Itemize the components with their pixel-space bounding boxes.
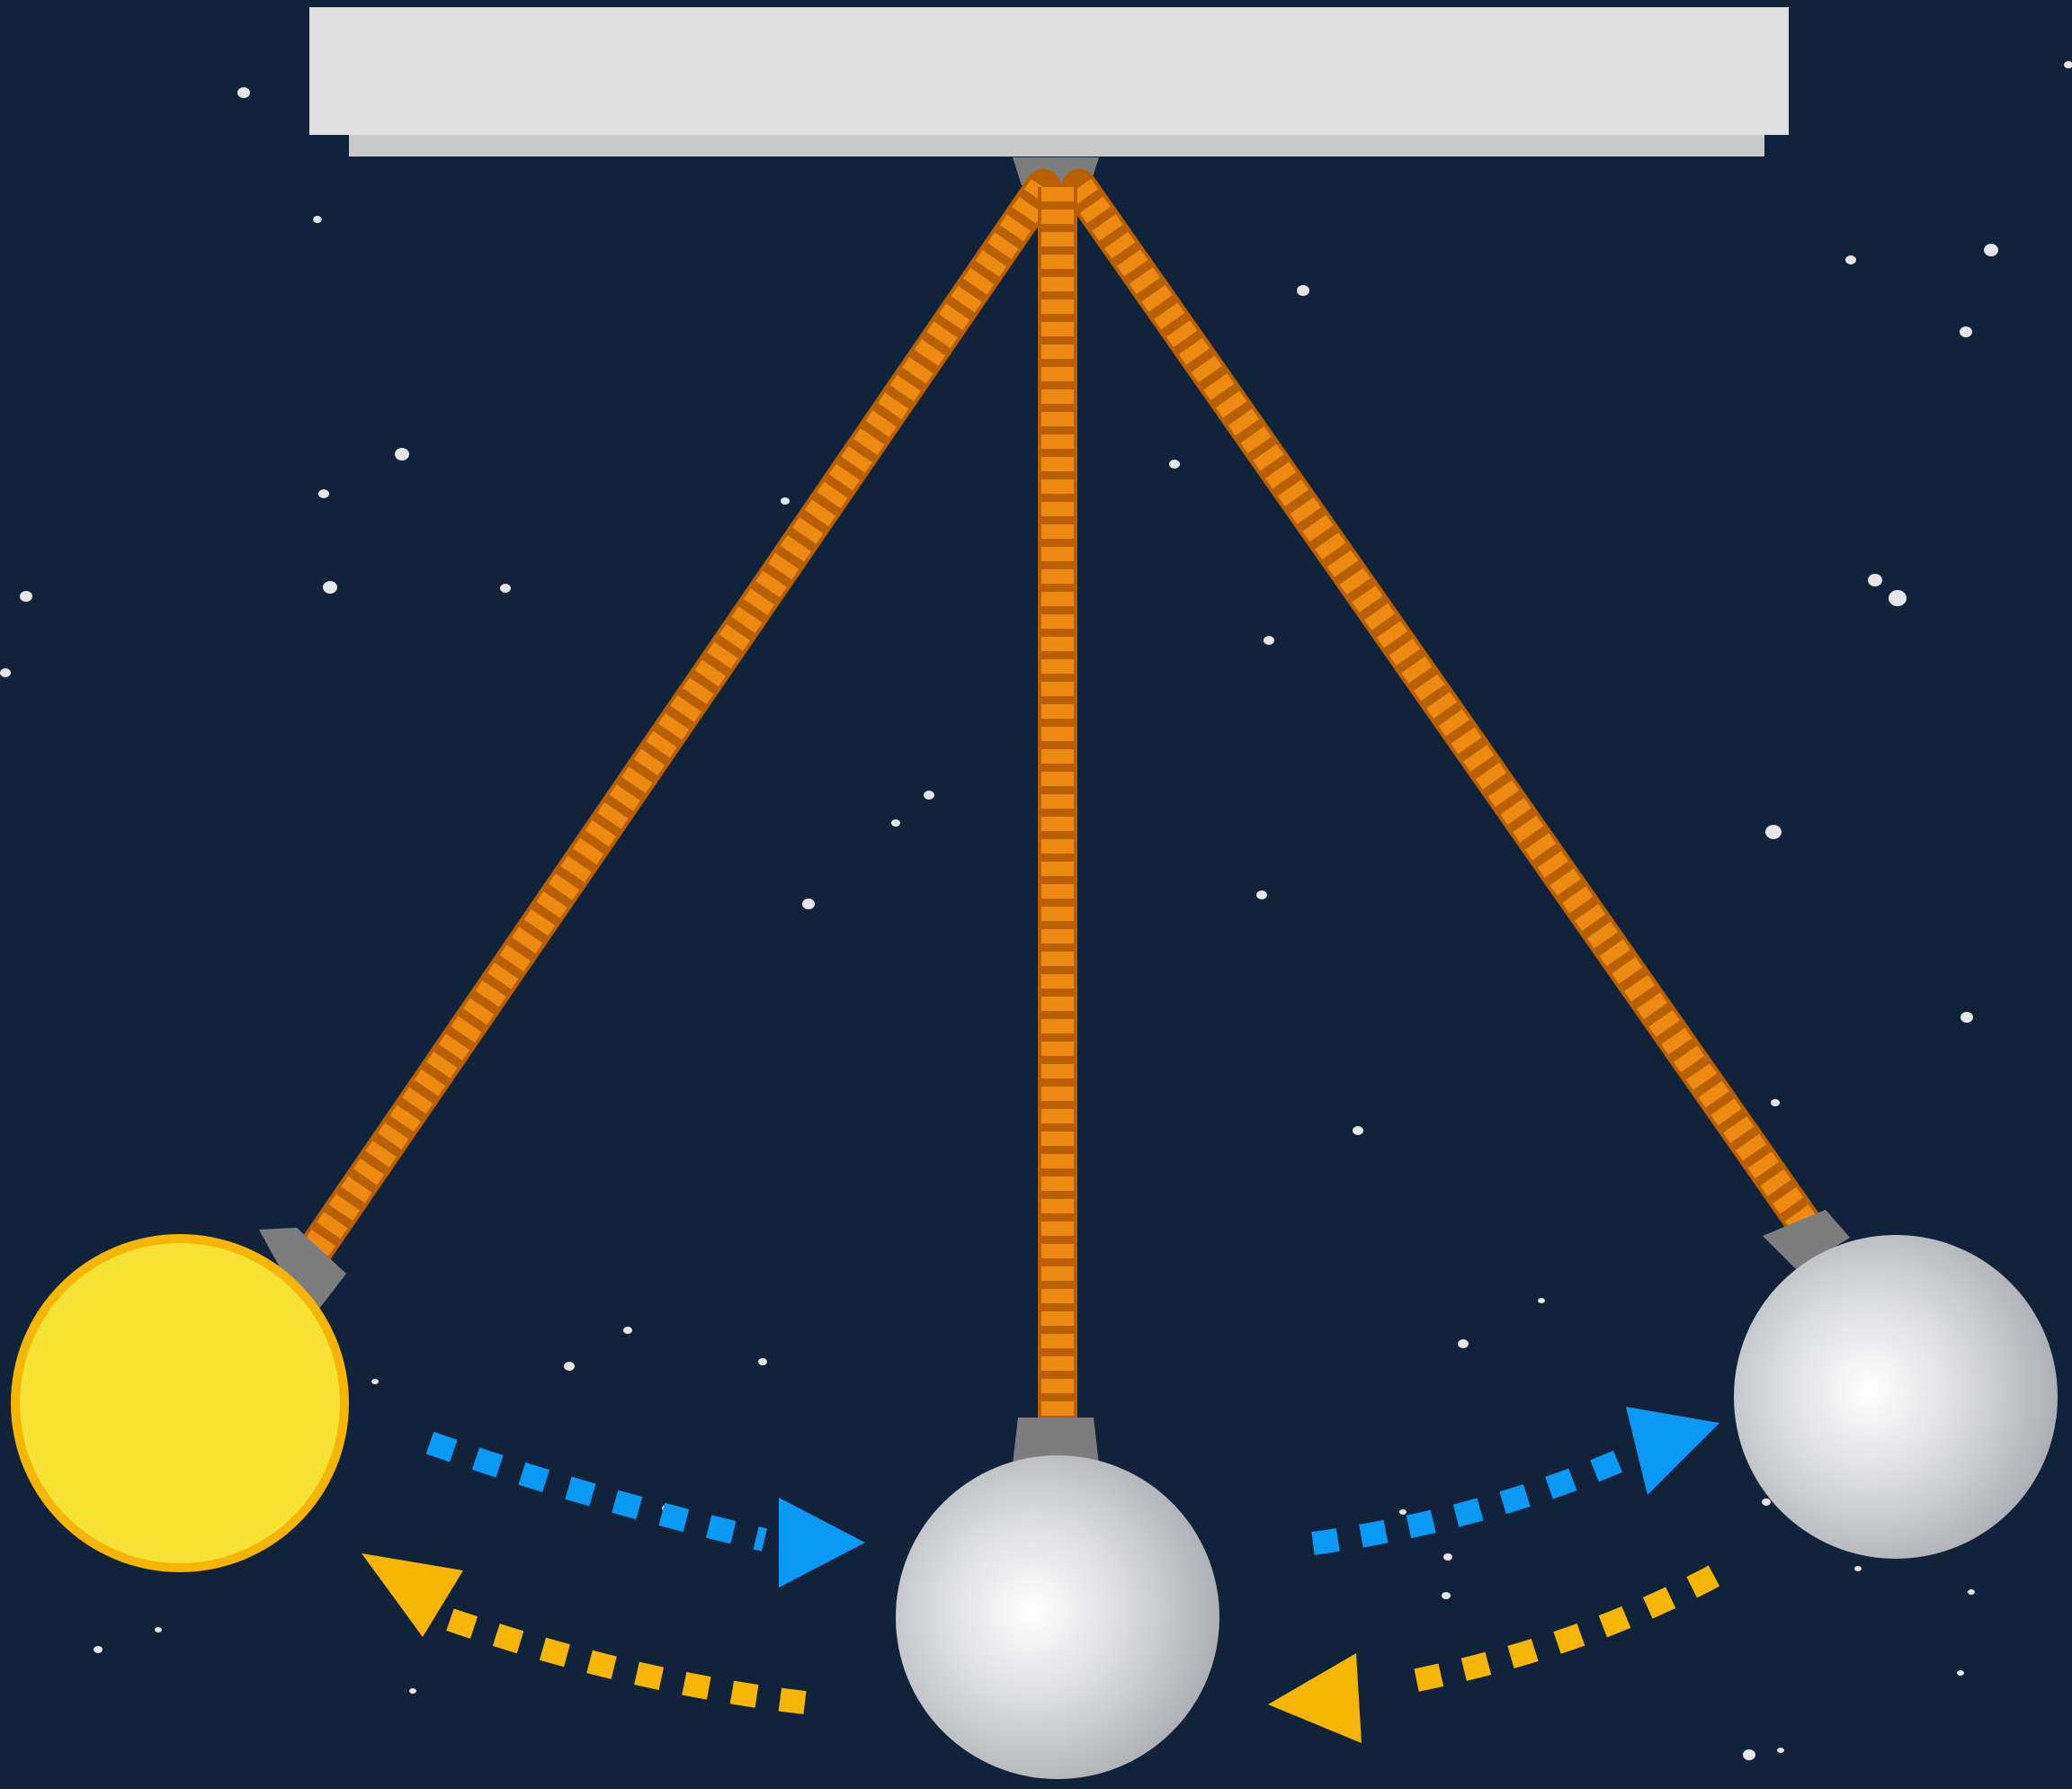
star: [564, 1362, 575, 1371]
star: [1443, 1553, 1452, 1561]
star: [1458, 1339, 1469, 1348]
right-bob-cap: [1763, 1210, 1850, 1270]
star: [1889, 590, 1907, 606]
star: [1264, 636, 1274, 645]
left-return-arrowhead-icon: [362, 1553, 463, 1637]
left-bob-cap: [259, 1228, 346, 1309]
star: [0, 668, 11, 677]
star: [1845, 255, 1856, 264]
star: [20, 591, 32, 602]
center-bob: [896, 1455, 1219, 1779]
star: [1984, 244, 1998, 256]
star: [323, 581, 337, 594]
star: [2064, 61, 2072, 68]
star: [781, 497, 790, 505]
star: [94, 1646, 103, 1653]
left-bob: [11, 1234, 349, 1572]
star: [1960, 326, 1972, 337]
pendulum-ropes: [288, 169, 1835, 1421]
rope-left-core: [293, 178, 1056, 1273]
star: [1960, 1012, 1973, 1023]
star: [758, 1358, 767, 1365]
star: [155, 1627, 162, 1632]
star: [924, 791, 934, 800]
left-bob-ball: [20, 1243, 340, 1563]
right-return-arrowhead-icon: [1268, 1653, 1362, 1743]
star: [1771, 1099, 1780, 1106]
star: [1743, 1749, 1755, 1760]
star: [313, 216, 322, 223]
star: [409, 1688, 416, 1694]
star: [1968, 1589, 1975, 1595]
star: [1353, 1126, 1363, 1135]
right-bob: [1734, 1235, 2058, 1559]
star: [1765, 825, 1782, 839]
left-forward-arrowhead-icon: [779, 1498, 865, 1588]
ceiling-bar: [309, 7, 1789, 185]
star: [1538, 1298, 1545, 1303]
right-forward-arrowhead-icon: [1626, 1407, 1719, 1495]
motion-arrows: [362, 1407, 1720, 1743]
star-field: [0, 61, 2072, 1760]
center-bob-cap: [1013, 1418, 1099, 1464]
star: [237, 87, 250, 98]
star: [1762, 1498, 1771, 1506]
star: [1399, 1509, 1407, 1515]
star: [891, 819, 900, 827]
star: [395, 448, 409, 461]
star: [1777, 1748, 1784, 1753]
star: [623, 1327, 632, 1334]
ceiling-shadow: [349, 133, 1764, 157]
star: [1256, 890, 1267, 899]
star: [802, 899, 815, 909]
left-forward-arrow-trail: [425, 1431, 767, 1552]
right-forward-arrow-trail: [1311, 1446, 1633, 1555]
star: [500, 584, 511, 593]
star: [1442, 1592, 1451, 1599]
ceiling-panel: [309, 7, 1789, 135]
star: [1169, 460, 1180, 469]
right-return-arrow-trail: [1396, 1565, 1720, 1695]
star: [318, 489, 329, 498]
star: [371, 1379, 379, 1384]
star: [1297, 285, 1309, 296]
star: [1957, 1670, 1964, 1676]
star: [1868, 574, 1882, 586]
star: [1854, 1566, 1862, 1571]
rope-right: [1061, 169, 1835, 1259]
